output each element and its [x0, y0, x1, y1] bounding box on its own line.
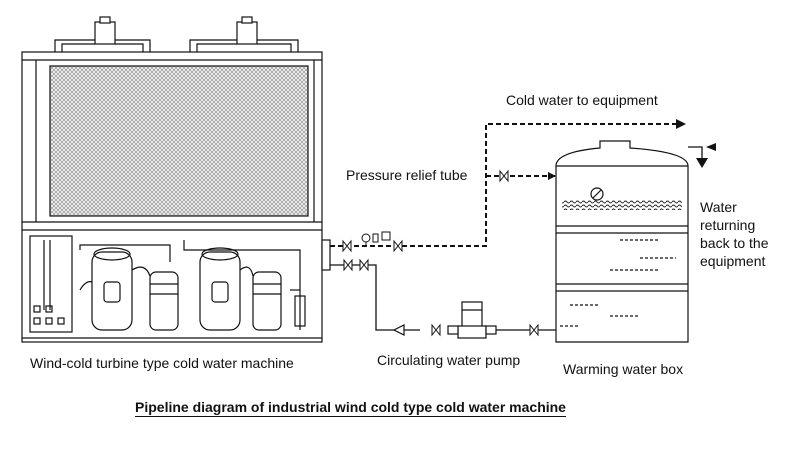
return-valves [343, 258, 539, 337]
compressor-left [79, 247, 179, 331]
condenser-coil [49, 65, 309, 217]
compressor-right [183, 240, 301, 331]
label-water-returning: Water returning back to the equipment [700, 199, 769, 269]
label-warming-box: Warming water box [563, 361, 684, 377]
supply-valves [342, 169, 509, 253]
label-pressure-relief: Pressure relief tube [346, 167, 468, 183]
return-arrow-in [696, 158, 708, 168]
label-pump: Circulating water pump [377, 352, 521, 368]
cold-water-arrow [676, 119, 686, 129]
supply-pipe [330, 123, 676, 247]
label-machine: Wind-cold turbine type cold water machin… [30, 355, 294, 371]
warming-water-box [555, 140, 689, 343]
top-fan-left [54, 16, 151, 52]
circulating-pump [447, 301, 497, 339]
top-fan-right [189, 16, 299, 52]
label-cold-water: Cold water to equipment [506, 92, 658, 108]
chiller-unit [21, 16, 331, 343]
return-arrow-left [392, 324, 405, 336]
diagram-title: Pipeline diagram of industrial wind cold… [135, 399, 566, 417]
inlet-arrow [706, 143, 716, 151]
relief-arrow [548, 172, 556, 180]
